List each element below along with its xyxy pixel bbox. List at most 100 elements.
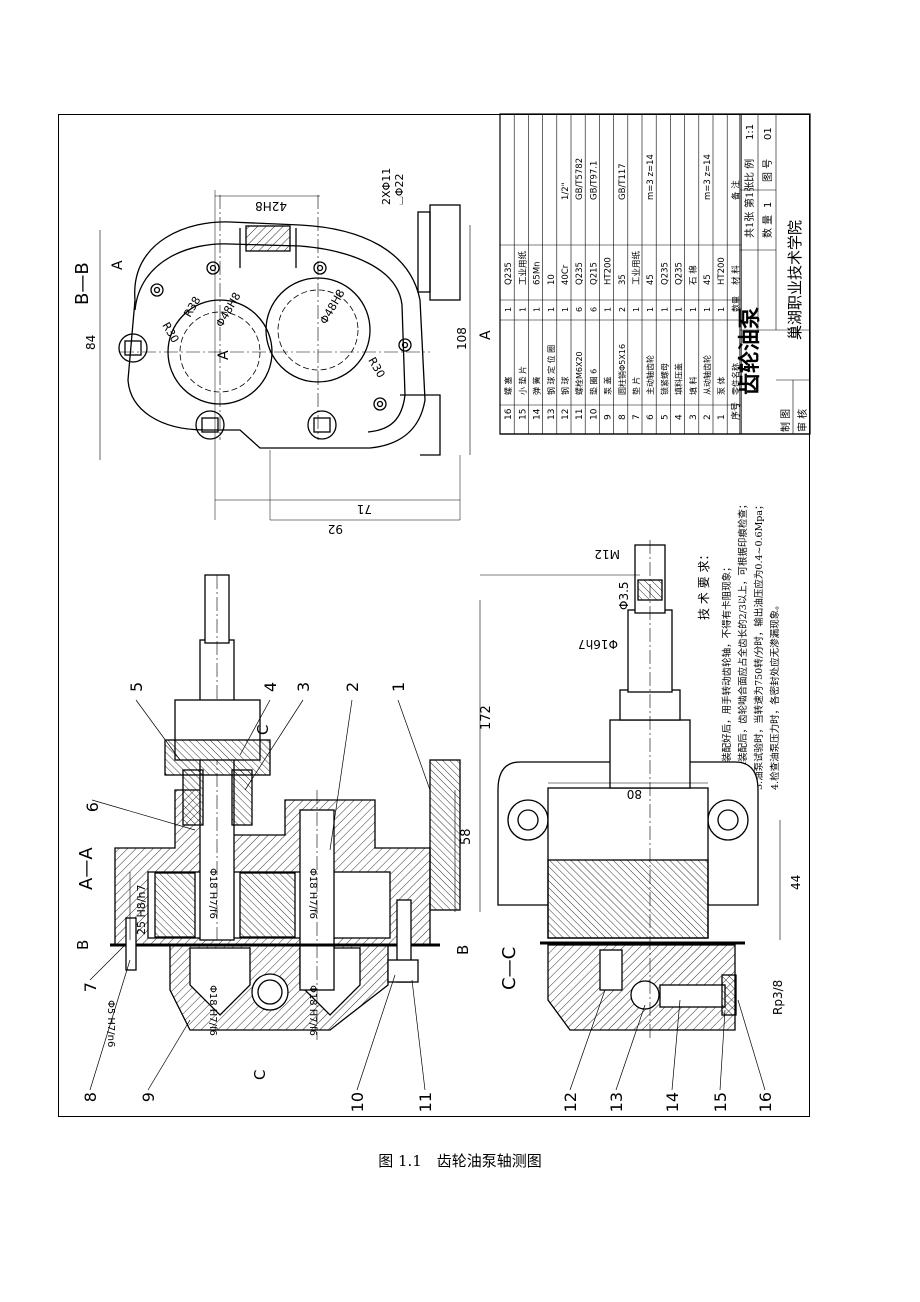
dim-71: 71: [357, 502, 372, 516]
dim-44: 44: [789, 875, 803, 890]
dim-18-c: Φ18 H7/f6: [207, 985, 218, 1036]
bom-row-6-material: 45: [646, 274, 656, 285]
view-aa-title: A—A: [76, 847, 97, 890]
view-cc-labels: C—C 80 44 Φ16h7 Φ3.5 M12 Rp3/8: [499, 547, 803, 1015]
bom-row-3-material: 石 棉: [688, 265, 699, 285]
bom-row-2-remark: m=3 z=14: [703, 154, 713, 200]
bom-row-12-name: 钢 球: [560, 376, 570, 395]
callout-leader-7: [89, 944, 126, 981]
marker-c-top: C: [254, 725, 272, 735]
bom-row-6-no: 6: [646, 414, 656, 420]
callout-leader-8: [89, 959, 131, 1091]
bom-row-11-material: Q235: [575, 262, 585, 285]
callout-leader-12: [569, 989, 606, 1091]
bom-row-2-qty: 1: [703, 307, 712, 312]
bom-row-15-material: 工业用纸: [517, 250, 528, 285]
bom-row-16-material: Q235: [504, 262, 514, 285]
callout-10: 10: [348, 1092, 367, 1112]
callout-leader-1: [397, 699, 431, 791]
bom-row-3-name: 填 料: [688, 376, 698, 395]
view-cc-title: C—C: [499, 947, 520, 990]
callout-leader-4: [239, 699, 271, 756]
bom-row-5-name: 锁紧螺母: [659, 363, 669, 395]
bom-row-6-remark: m=3 z=14: [646, 154, 656, 200]
drawing-no-value: 01: [763, 127, 774, 140]
bom-row-8-remark: GB/T117: [618, 163, 628, 200]
technical-requirements: 技 术 要 求： 1.油泵装配好后，用手转动齿轮轴，不得有卡阻现象； 2.油泵装…: [697, 500, 781, 790]
callout-7: 7: [81, 982, 100, 992]
bom-row-13-material: 10: [547, 274, 557, 285]
dim-d48-right: Φ48H8: [317, 287, 347, 326]
bom-row-7-material: 工业用纸: [631, 250, 642, 285]
callout-3: 3: [294, 682, 313, 692]
view-aa: [110, 574, 481, 1040]
drawing-no-label: 图 号: [762, 159, 774, 182]
callout-11: 11: [416, 1092, 435, 1112]
bom-row-10-qty: 6: [589, 307, 598, 312]
bom-row-11-remark: GB/T5782: [575, 158, 585, 200]
bom-header-no: 序号: [729, 402, 741, 420]
bom-row-11-qty: 6: [575, 307, 584, 312]
dim-d48-left: Φ48H8: [213, 290, 243, 329]
dim-84: 84: [84, 335, 98, 350]
callout-4: 4: [261, 682, 280, 692]
callout-14: 14: [663, 1092, 682, 1112]
marker-b-left: B: [74, 940, 92, 950]
callout-5: 5: [127, 682, 146, 692]
bom-row-9-no: 9: [604, 414, 614, 420]
bom-row-7-qty: 1: [632, 307, 641, 312]
dim-r30-left: R30: [159, 320, 181, 345]
bom-row-14-no: 14: [533, 408, 543, 420]
callout-6: 6: [83, 802, 102, 812]
dim-cb22: ⌴Φ22: [393, 174, 406, 205]
bom-row-12-qty: 1: [561, 307, 570, 312]
callout-leader-9: [147, 1019, 191, 1091]
callout-leader-11: [411, 979, 426, 1091]
bom-row-14-material: 65Mn: [533, 261, 543, 285]
sheet-no-label: 第1张: [743, 182, 756, 208]
bom-row-13-no: 13: [547, 409, 557, 420]
bom-row-12-no: 12: [561, 409, 571, 420]
bom-row-5-qty: 1: [660, 307, 669, 312]
bom-row-2-name: 从动轴齿轮: [702, 355, 712, 395]
callout-leader-5: [135, 699, 181, 761]
marker-a-top: A: [110, 260, 126, 270]
bom-row-12-material: 40Cr: [561, 264, 571, 285]
bom-row-13-qty: 1: [547, 307, 556, 312]
dim-18-a: Φ18 H7/f6: [207, 868, 218, 919]
bom-row-1-name: 泵 体: [716, 376, 726, 395]
bom-row-10-remark: GB/T97.1: [589, 161, 599, 200]
bom-row-15-no: 15: [518, 409, 528, 420]
sheets-label: 共1张: [744, 212, 756, 238]
dim-42h8: 42H8: [255, 199, 287, 213]
qty-value: 1: [763, 202, 774, 208]
dim-r38: R38: [181, 294, 203, 319]
callout-leader-2: [329, 699, 353, 851]
dim-92: 92: [328, 522, 343, 536]
dim-16h7: Φ16h7: [578, 637, 618, 651]
bom-row-9-material: HT200: [604, 257, 614, 285]
callout-15: 15: [711, 1092, 730, 1112]
dim-2x11: 2XΦ11: [380, 168, 393, 205]
qty-label: 数 量: [761, 215, 774, 238]
dim-r30-right: R30: [365, 355, 387, 380]
dim-3-5: Φ3.5: [617, 581, 631, 610]
bom-row-11-name: 螺栓M6X20: [574, 351, 584, 395]
marker-b-right: B: [454, 945, 472, 955]
callout-leader-15: [719, 1009, 726, 1091]
view-bb-title: B—B: [72, 262, 93, 305]
bom-header-name: 零件名称: [730, 363, 740, 395]
bom-row-8-name: 圆柱销Φ5X16: [617, 344, 627, 395]
bom-row-15-name: 小 垫 片: [517, 366, 527, 395]
view-bb: [99, 190, 471, 521]
checked-label: 审 核: [796, 409, 809, 432]
bom-row-10-material: Q215: [589, 262, 599, 285]
bom-row-8-material: 35: [618, 274, 628, 285]
dim-18-d: Φ18 H7/f6: [307, 985, 318, 1036]
callout-leader-16: [737, 999, 766, 1091]
bom-row-14-qty: 1: [533, 307, 542, 312]
scale-value: 1:1: [745, 124, 756, 140]
marker-a-right: A: [478, 330, 494, 340]
callout-1: 1: [389, 682, 408, 692]
